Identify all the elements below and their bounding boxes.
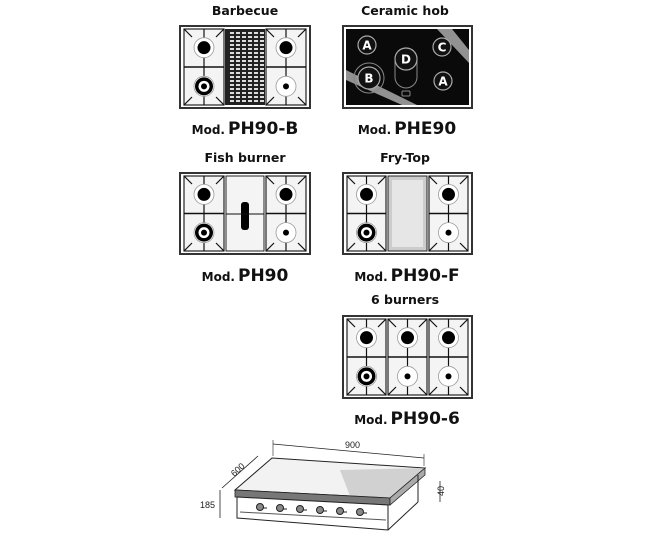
model-label-ph90: Mod.PH90 <box>155 266 335 286</box>
cooking-zone-D: D <box>394 47 418 89</box>
cooking-zone-B: B <box>353 62 385 94</box>
top-thickness-dimension: 40 <box>436 486 446 496</box>
fry-top-hob-panel <box>342 172 473 255</box>
mod-prefix: Mod. <box>357 123 392 137</box>
width-dimension: 900 <box>345 440 360 450</box>
zone-label: A <box>362 39 372 53</box>
fish-burner-hob-panel <box>179 172 311 255</box>
fish-burner-icon <box>241 202 249 230</box>
model-code: PH90 <box>237 266 289 286</box>
title-barbecue: Barbecue <box>211 3 279 18</box>
model-label-ph90-b: Mod.PH90-B <box>155 119 335 139</box>
height-dimension: 185 <box>200 500 215 510</box>
control-knob <box>256 503 267 511</box>
zone-label: A <box>438 75 448 89</box>
cooking-zone-C: C <box>432 37 452 57</box>
burner-grate <box>428 318 469 396</box>
burner-grate <box>387 318 428 396</box>
model-code: PHE90 <box>394 119 457 139</box>
mod-prefix: Mod. <box>354 413 388 427</box>
cooking-zone-A: A <box>357 35 377 55</box>
fish-burner <box>225 175 265 252</box>
barbecue-grill <box>225 29 265 105</box>
zone-label: D <box>401 53 411 67</box>
burner-grate <box>346 318 387 396</box>
title-ceramic-hob: Ceramic hob <box>361 3 449 18</box>
burner-grate <box>183 28 225 106</box>
title-fish-burner: Fish burner <box>204 150 286 165</box>
model-code: PH90-6 <box>390 409 460 429</box>
ceramic-hob-panel: A D C B A <box>342 25 473 109</box>
model-label-ph90-6: Mod.PH90-6 <box>317 409 497 429</box>
control-indicator <box>401 90 411 97</box>
cooking-zone-A: A <box>433 71 453 91</box>
zone-label: B <box>364 72 373 86</box>
control-knob <box>276 504 287 512</box>
model-label-ph90-f: Mod.PH90-F <box>317 266 497 286</box>
model-label-phe90: Mod.PHE90 <box>317 119 497 139</box>
control-knob <box>336 507 347 515</box>
burner-grate <box>428 175 469 252</box>
mod-prefix: Mod. <box>354 270 388 284</box>
burner-grate <box>346 175 387 252</box>
burner-grate <box>265 175 307 252</box>
barbecue-hob-panel <box>179 25 311 109</box>
model-code: PH90-B <box>227 119 299 139</box>
control-knob <box>356 508 367 516</box>
title-fry-top: Fry-Top <box>380 150 430 165</box>
depth-dimension: 600 <box>229 461 247 478</box>
title-6-burners: 6 burners <box>370 292 440 307</box>
zone-label: C <box>438 41 447 55</box>
burner-grate <box>265 28 307 106</box>
dimension-drawing: 900 600 185 40 <box>200 440 446 531</box>
mod-prefix: Mod. <box>191 123 225 137</box>
control-knob <box>316 506 327 514</box>
burner-grate <box>183 175 225 252</box>
control-knob <box>296 505 307 513</box>
six-burner-hob-panel <box>342 315 473 399</box>
mod-prefix: Mod. <box>201 270 235 284</box>
model-code: PH90-F <box>390 266 460 286</box>
